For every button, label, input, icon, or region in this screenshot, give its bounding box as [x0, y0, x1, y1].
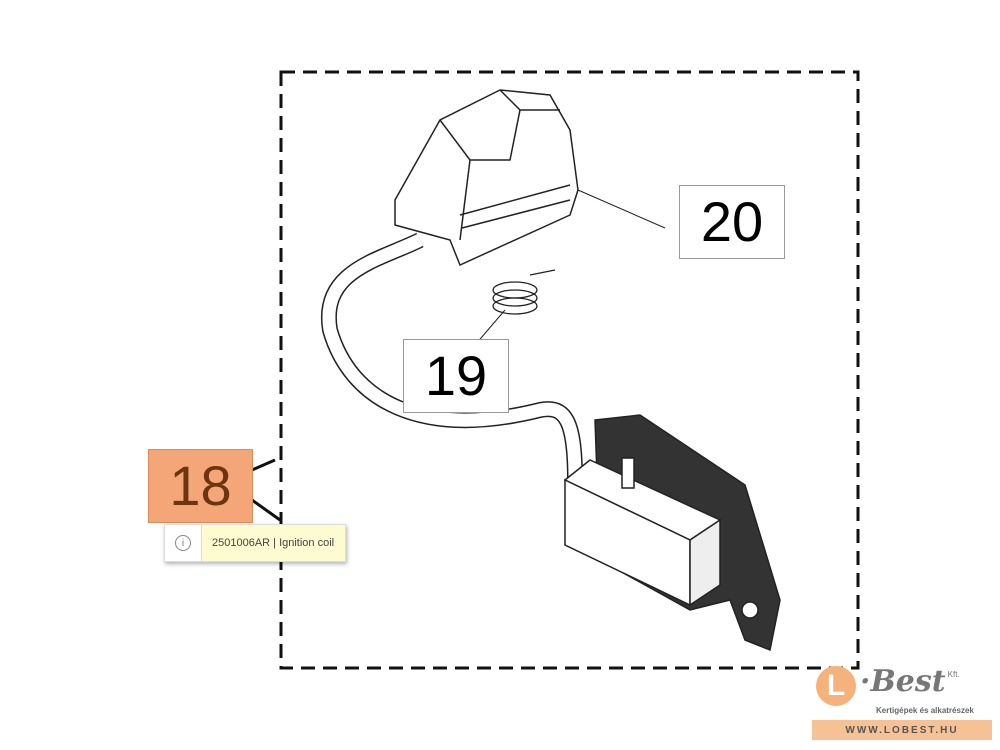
info-icon: i [165, 525, 202, 561]
logo-mark: L [816, 666, 856, 706]
logo-tagline: Kertigépek és alkatrészek [876, 706, 974, 715]
ignition-lead-fill [322, 234, 582, 481]
logo-brand-row: ·Best Kft. [860, 664, 960, 702]
logo-brand: ·Best [860, 664, 946, 699]
callout-20[interactable]: 20 [679, 185, 785, 259]
lobest-logo[interactable]: L ·Best Kft. Kertigépek és alkatrészek W… [812, 662, 992, 744]
ignition-coil-part-18 [563, 414, 781, 652]
logo-url[interactable]: WWW.LOBEST.HU [812, 720, 992, 740]
leader-18-lower [251, 498, 281, 522]
spark-plug-boot-part-20 [394, 89, 579, 267]
callout-18-highlighted[interactable]: 18 [148, 449, 253, 523]
tooltip-text: 2501006AR | Ignition coil [212, 537, 335, 549]
spring-part-19 [492, 269, 556, 315]
callout-19[interactable]: 19 [403, 339, 509, 413]
logo-suffix: Kft. [947, 670, 960, 679]
leader-20 [577, 189, 666, 229]
part-tooltip: i 2501006AR | Ignition coil [164, 524, 346, 562]
assembly-dashed-border [279, 70, 860, 670]
leader-18 [251, 458, 276, 472]
